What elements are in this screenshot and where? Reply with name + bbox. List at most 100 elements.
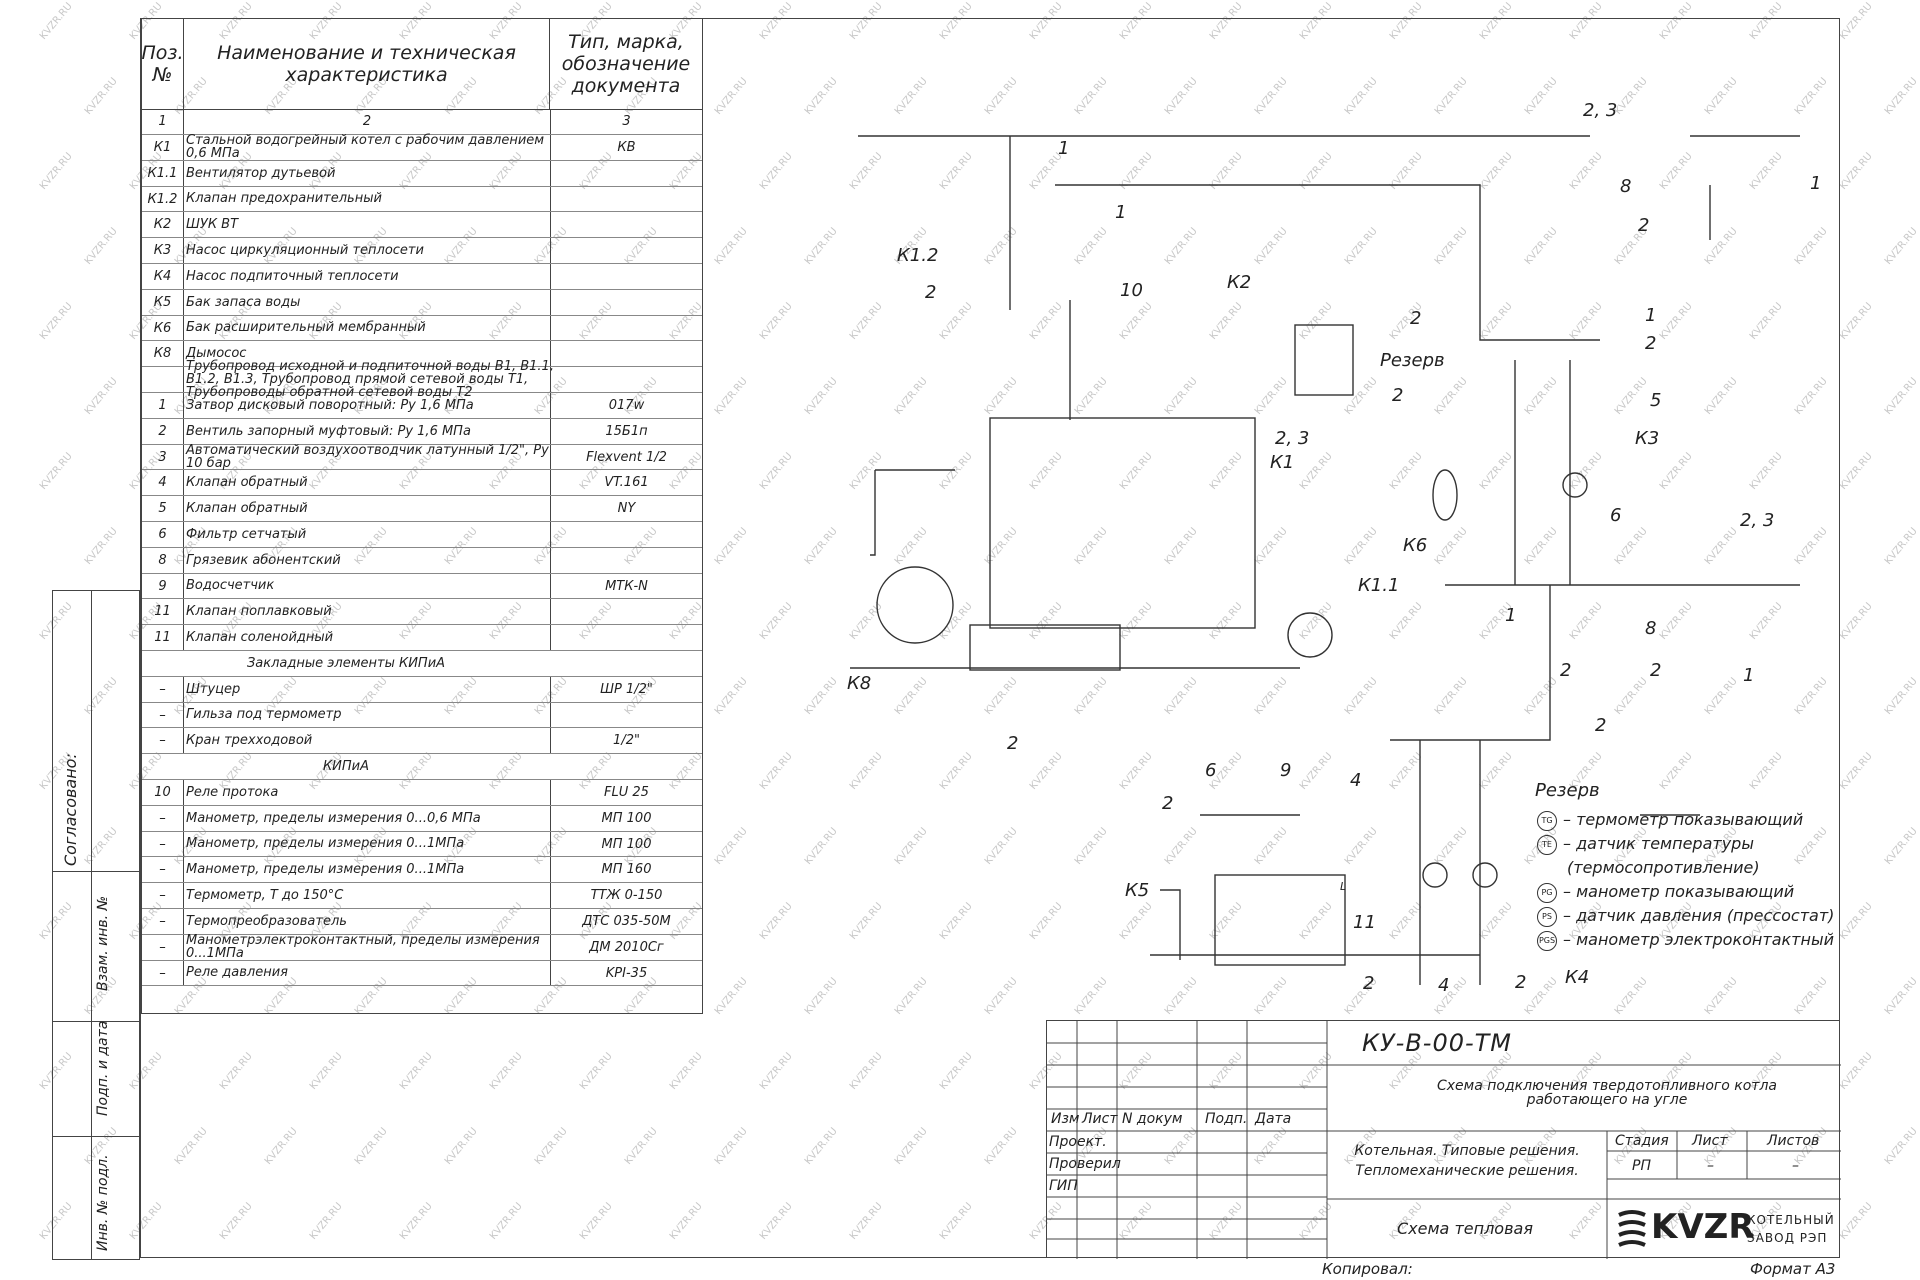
logo-sub-1: КОТЕЛЬНЫЙ	[1747, 1213, 1835, 1227]
spec-pos: –	[142, 857, 184, 883]
tag-k6: К6	[1403, 535, 1428, 556]
header-name: Наименование и техническая характеристик…	[184, 19, 550, 109]
pump-k4-b	[1472, 862, 1498, 888]
tag-10: 10	[1120, 280, 1143, 301]
legend-title: Резерв	[1535, 780, 1600, 801]
tag-1d: 1	[1645, 305, 1657, 326]
spec-name: КИПиА	[322, 759, 370, 775]
pipe-line	[1390, 585, 1551, 741]
spec-type: FLU 25	[550, 780, 702, 805]
tag-5: 5	[1650, 390, 1662, 411]
role-gip: ГИП	[1049, 1178, 1078, 1194]
legend-item: TE – датчик температуры	[1537, 834, 1834, 858]
pump-k3	[1562, 472, 1588, 498]
legend-item: PG– манометр показывающий	[1537, 882, 1834, 906]
spec-type	[550, 289, 702, 315]
tag-11: 11	[1353, 912, 1376, 933]
spec-row: –Манометрэлектроконтактный, пределы изме…	[142, 934, 702, 961]
spec-type: МП 100	[550, 831, 702, 857]
title-block-grid	[1047, 1021, 1841, 1259]
sheet-name: Схема тепловая	[1397, 1219, 1533, 1238]
legend-text: – датчик давления (прессостат)	[1563, 906, 1835, 925]
outer-frame	[140, 18, 1840, 1258]
spec-pos: 4	[142, 470, 184, 496]
tag-9: 9	[1280, 760, 1292, 781]
spec-name: Вентиль запорный муфтовый: Ру 1,6 МПа	[186, 423, 471, 439]
column-numbers-row: 1 2 3	[142, 109, 702, 135]
gauge-symbol-icon: TE	[1537, 834, 1557, 855]
tag-2h: 2	[1650, 660, 1662, 681]
spec-pos: 2	[142, 418, 184, 444]
spec-name: Термометр, Т до 150°С	[186, 888, 344, 904]
spec-type: 15Б1п	[550, 418, 702, 444]
spec-pos: К6	[142, 315, 184, 341]
copied-label: Копировал:	[1322, 1260, 1413, 1278]
tag-2i: 2	[1595, 715, 1607, 736]
spec-header: Поз. № Наименование и техническая характ…	[141, 19, 702, 110]
spec-type	[550, 625, 702, 650]
col-data: Дата	[1255, 1111, 1292, 1127]
spec-type: МП 100	[550, 805, 702, 831]
spec-type	[550, 186, 702, 212]
tag-1e: 1	[1505, 605, 1517, 626]
spec-type: КВ	[550, 135, 702, 160]
tag-1b: 1	[1115, 202, 1127, 223]
spec-name: Кран трехходовой	[186, 733, 313, 749]
spec-name: Бак расширительный мембранный	[186, 320, 426, 336]
spec-pos: –	[142, 960, 184, 986]
spec-type	[550, 238, 702, 263]
role-project: Проект.	[1049, 1134, 1107, 1150]
sheet-header: Лист	[1692, 1133, 1728, 1149]
spec-type: KPI-35	[550, 960, 702, 986]
spec-type	[550, 341, 702, 367]
spec-pos: К8	[142, 341, 184, 367]
spec-name: Затвор дисковый поворотный: Ру 1,6 МПа	[186, 397, 474, 413]
spec-name: Бак запаса воды	[186, 294, 301, 310]
spec-section-row: Закладные элементы КИПиА	[142, 651, 702, 677]
legend-item: PS– датчик давления (прессостат)	[1537, 906, 1834, 930]
spec-name: Водосчетчик	[186, 578, 275, 594]
side-split-2	[53, 1021, 139, 1022]
spec-name: Клапан предохранительный	[186, 191, 382, 207]
spec-name: Насос циркуляционный теплосети	[186, 243, 424, 259]
spec-name: Клапан поплавковый	[186, 604, 332, 620]
tag-2-3a: 2, 3	[1275, 428, 1310, 449]
spec-pos	[142, 367, 184, 392]
spec-row: –Манометр, пределы измерения 0...0,6 МПа…	[142, 805, 702, 832]
tag-reserve-a: Резерв	[1380, 350, 1445, 371]
spec-pos: –	[142, 831, 184, 857]
boiler-base	[969, 624, 1121, 671]
tag-4b: 4	[1438, 975, 1450, 996]
sheets-header: Листов	[1767, 1133, 1820, 1149]
tag-2k: 2	[1363, 973, 1375, 994]
spec-type: ДМ 2010Сг	[550, 934, 702, 960]
tag-2f: 2	[1645, 333, 1657, 354]
spec-type: ДТС 035-50М	[550, 909, 702, 934]
spec-type	[550, 160, 702, 186]
document-title: Схема подключения твердотопливного котла…	[1437, 1078, 1777, 1108]
tag-2-3b: 2, 3	[1583, 100, 1618, 121]
spec-type: VT.161	[550, 470, 702, 496]
spec-type	[550, 522, 702, 547]
tag-k2: К2	[1227, 272, 1252, 293]
tag-k1-2: К1.2	[897, 245, 939, 266]
tag-2j: 2	[1162, 793, 1174, 814]
spec-pos: 3	[142, 444, 184, 470]
role-checked: Проверил	[1049, 1156, 1121, 1172]
spec-type: 017w	[550, 393, 702, 418]
logo-icon	[1617, 1209, 1647, 1253]
pump-k4-a	[1422, 862, 1448, 888]
legend-text: – датчик температуры	[1563, 834, 1754, 853]
legend-item: TG– термометр показывающий	[1537, 810, 1834, 834]
